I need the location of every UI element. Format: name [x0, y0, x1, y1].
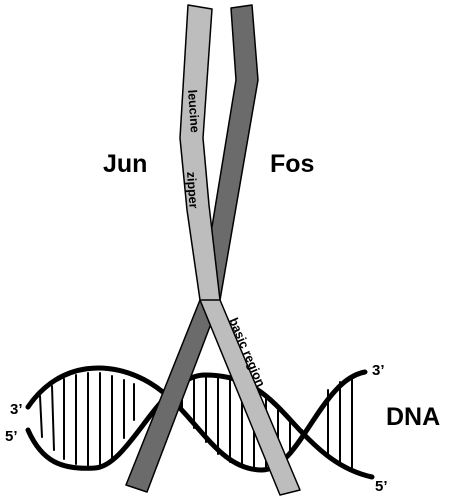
- dna-backbone-strand-1: [25, 365, 368, 473]
- fos-protein-strand: [125, 4, 259, 493]
- right-three-prime-label: 3’: [372, 362, 385, 379]
- dna-base-pairs: [39, 372, 353, 471]
- left-five-prime-label: 5’: [5, 428, 18, 445]
- dna-backbone-strand-2: [25, 372, 375, 480]
- jun-label: Jun: [103, 150, 147, 178]
- leucine-label: leucine: [185, 89, 202, 133]
- dna-double-helix: [25, 365, 375, 480]
- left-three-prime-label: 3’: [10, 401, 23, 418]
- jun-protein-strand: [179, 4, 301, 496]
- right-five-prime-label: 5’: [375, 478, 388, 495]
- dna-label: DNA: [386, 403, 440, 431]
- zipper-label: zipper: [184, 171, 201, 209]
- base-pair: [39, 395, 43, 438]
- base-pair: [51, 385, 55, 451]
- fos-label: Fos: [270, 150, 314, 178]
